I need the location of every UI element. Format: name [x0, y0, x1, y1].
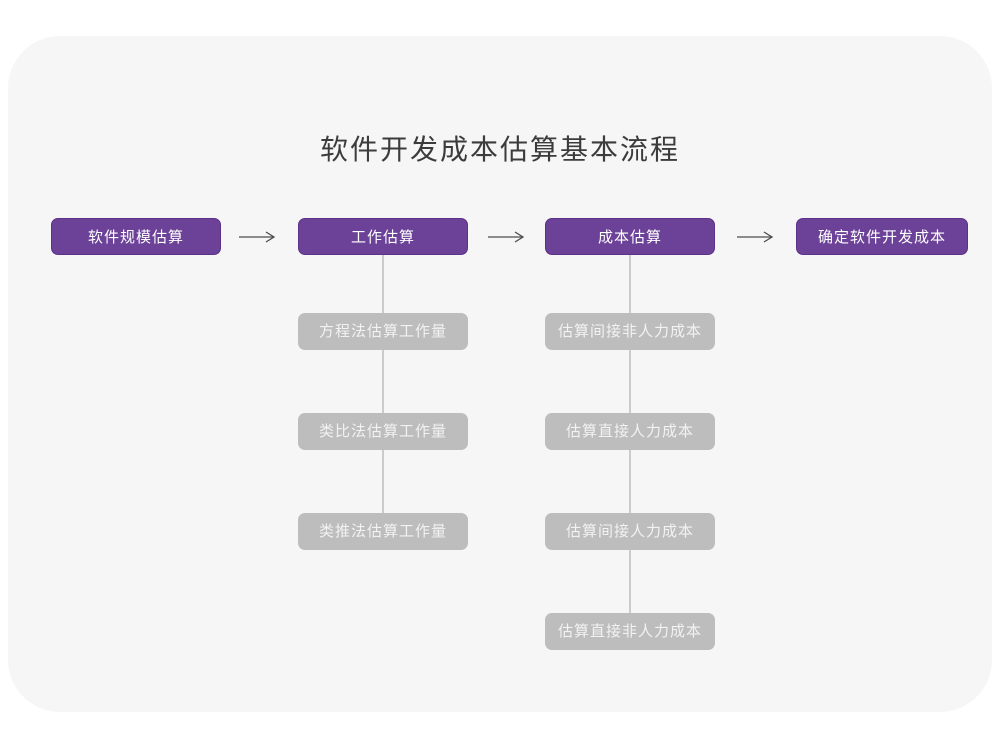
method-equation-workload[interactable]: 方程法估算工作量: [298, 313, 468, 350]
connector-line-work-estimation: [382, 255, 384, 532]
step-software-scale-estimation[interactable]: 软件规模估算: [51, 218, 221, 255]
method-extrapolation-workload[interactable]: 类推法估算工作量: [298, 513, 468, 550]
diagram-canvas: 软件开发成本估算基本流程 软件规模估算 工作估算 成本估算 确定软件开发成本: [8, 36, 992, 712]
step-determine-software-dev-cost[interactable]: 确定软件开发成本: [796, 218, 968, 255]
diagram-title: 软件开发成本估算基本流程: [319, 134, 680, 165]
substep-indirect-non-labor-cost[interactable]: 估算间接非人力成本: [545, 313, 715, 350]
step-cost-estimation[interactable]: 成本估算: [545, 218, 715, 255]
flow-arrow-icon: [736, 230, 774, 244]
flow-arrow-icon: [238, 230, 276, 244]
method-analogy-workload[interactable]: 类比法估算工作量: [298, 413, 468, 450]
substep-direct-labor-cost[interactable]: 估算直接人力成本: [545, 413, 715, 450]
step-work-estimation[interactable]: 工作估算: [298, 218, 468, 255]
flow-arrow-icon: [487, 230, 525, 244]
substep-direct-non-labor-cost[interactable]: 估算直接非人力成本: [545, 613, 715, 650]
substep-indirect-labor-cost[interactable]: 估算间接人力成本: [545, 513, 715, 550]
